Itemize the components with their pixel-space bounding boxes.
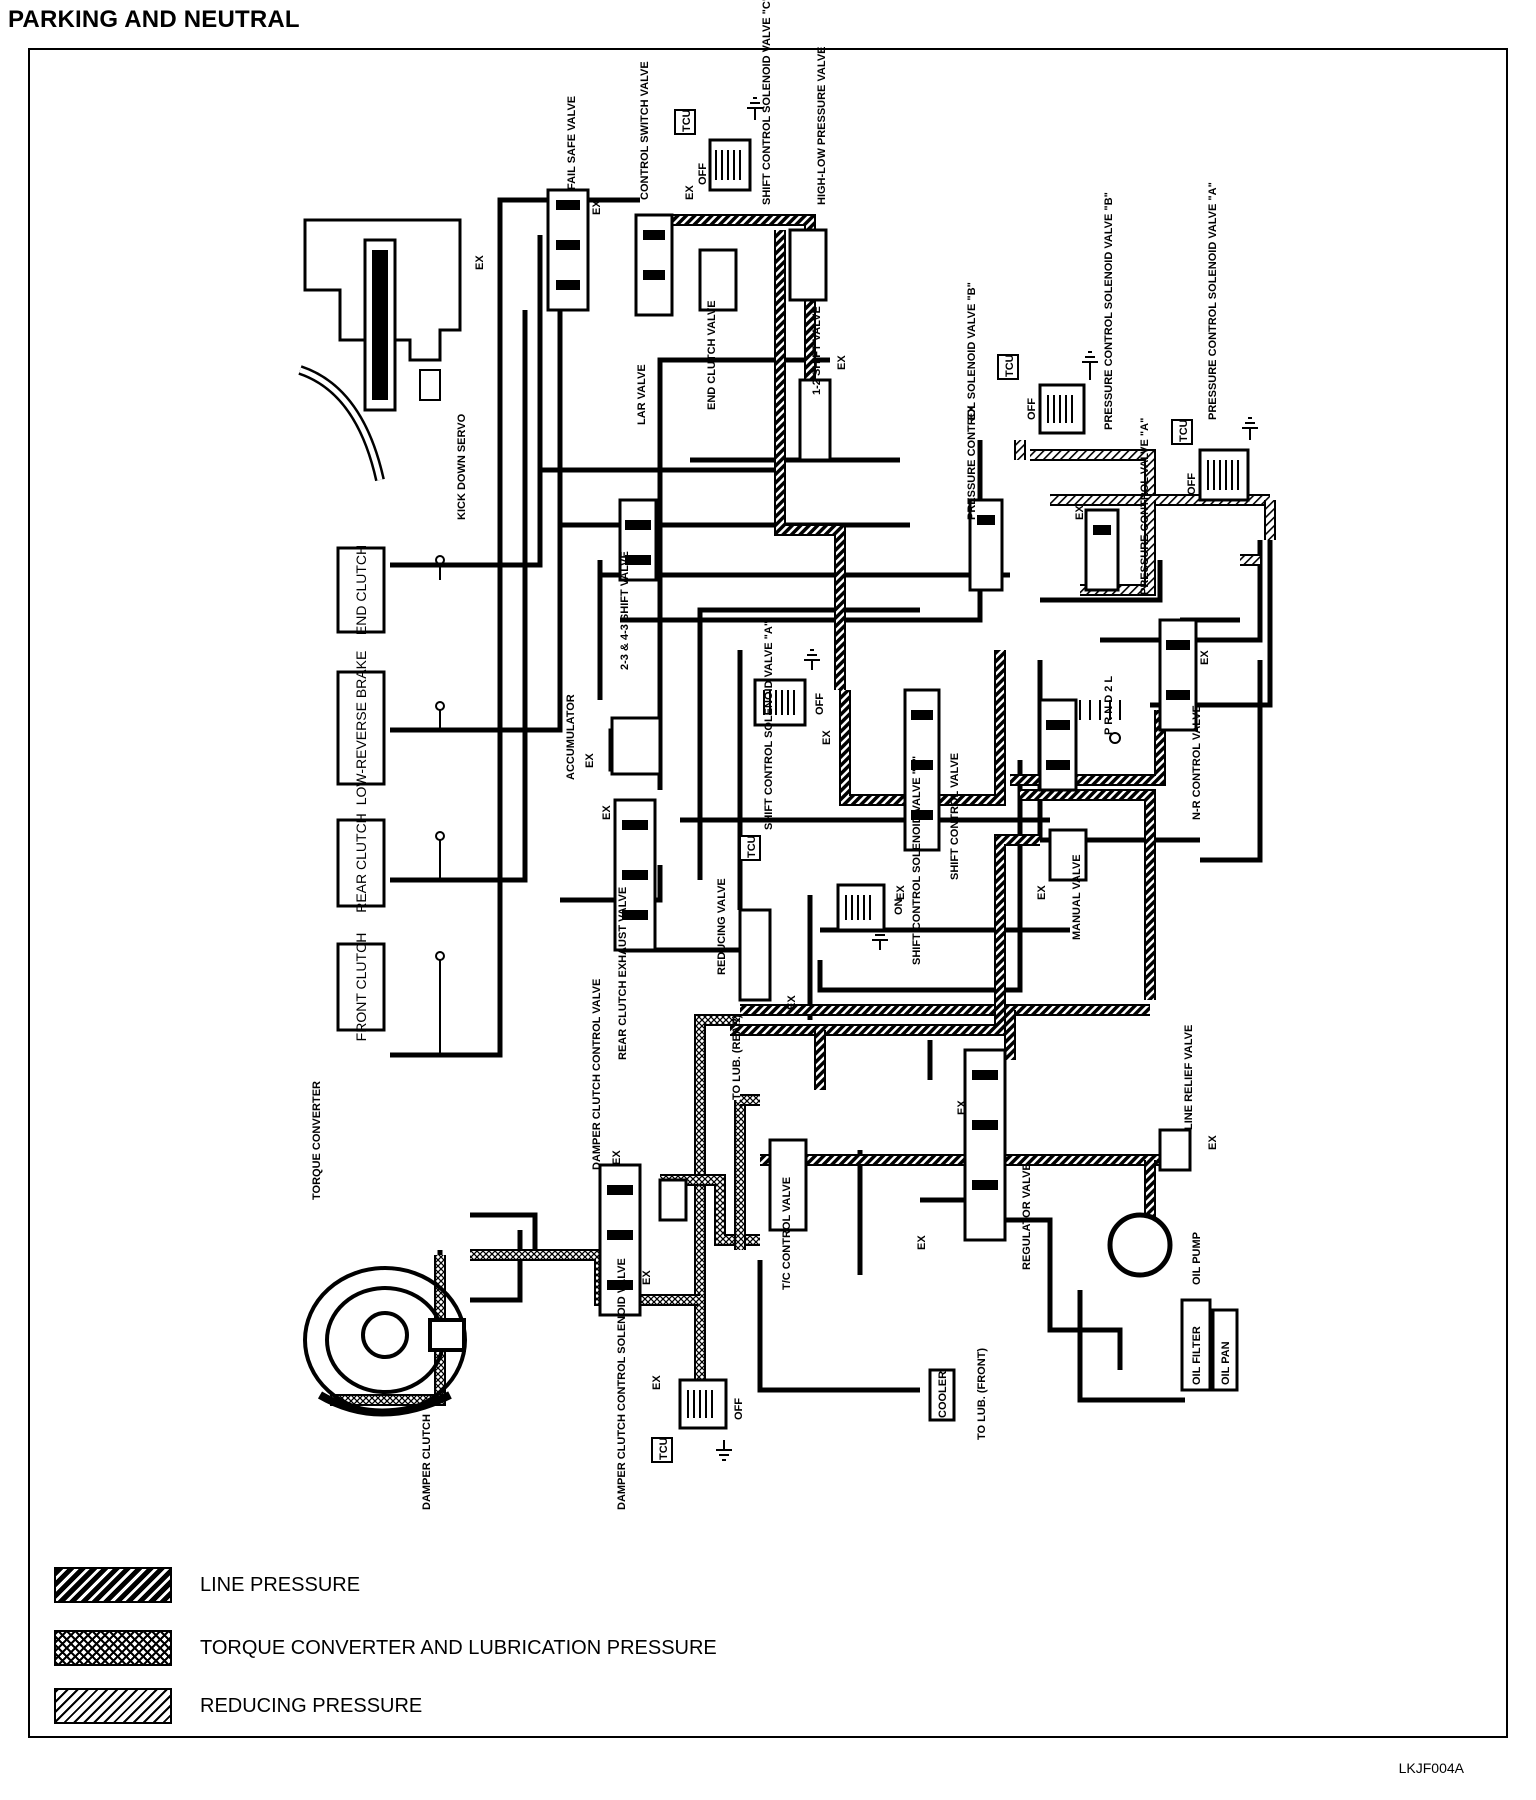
line-pressure-swatch (54, 1567, 172, 1603)
reducing-pressure-label: REDUCING PRESSURE (200, 1694, 423, 1717)
cooler-label: COOLER (937, 1371, 949, 1418)
lubrication-passages (330, 1014, 760, 1406)
pcs-b-label: PRESSURE CONTROL SOLENOID VALVE "B" (966, 282, 978, 520)
rear-clutch-box (336, 818, 386, 908)
pcv-a-label: PRESSURE CONTROL VALVE "A" (1139, 418, 1151, 595)
reservoir-boxes (928, 1298, 1239, 1422)
end-clutch-label: END CLUTCH (353, 545, 369, 635)
ex-label-11: EX (895, 885, 907, 900)
tcu-label-4: TCU (746, 835, 758, 858)
off-label-c: OFF (697, 163, 709, 185)
to-lub-front-label: TO LUB. (FRONT) (976, 1348, 988, 1440)
tcu-boxes (651, 109, 1193, 1463)
torque-converter-label: TORQUE CONVERTER (311, 1081, 323, 1200)
ex-label-7: EX (1199, 650, 1211, 665)
ex-label-9: EX (601, 805, 613, 820)
shift-23-valve-label: 2-3 & 4-3 SHIFT VALVE (619, 551, 631, 670)
tcu-label-1: TCU (681, 109, 693, 132)
ex-label-12: EX (1036, 885, 1048, 900)
manual-valve-label: MANUAL VALVE (1071, 854, 1083, 940)
tc-control-valve-label: T/C CONTROL VALVE (781, 1177, 793, 1290)
front-clutch-label: FRONT CLUTCH (353, 933, 369, 1042)
torque-converter-pressure-label: TORQUE CONVERTER AND LUBRICATION PRESSUR… (200, 1636, 717, 1659)
accumulator-label: ACCUMULATOR (565, 694, 577, 780)
tcu-label-2: TCU (1004, 354, 1016, 377)
valves (546, 188, 1198, 1317)
oil-filter-label: OIL FILTER (1191, 1326, 1203, 1385)
nr-control-valve-label: N-R CONTROL VALVE (1191, 705, 1203, 820)
ex-label-5: EX (966, 405, 978, 420)
shift-solenoid-c-label: SHIFT CONTROL SOLENOID VALVE "C" (761, 0, 773, 205)
ex-label-8: EX (584, 753, 596, 768)
page-title: PARKING AND NEUTRAL (8, 6, 300, 33)
reducing-valve-label: REDUCING VALVE (716, 878, 728, 975)
manual-valve-detent (1079, 700, 1121, 744)
ex-label-1: EX (474, 255, 486, 270)
ex-label-3: EX (684, 185, 696, 200)
oil-pan-label: OIL PAN (1220, 1341, 1232, 1385)
off-label-damper: OFF (733, 1398, 745, 1420)
regulator-valve-label: REGULATOR VALVE (1021, 1163, 1033, 1270)
oil-pump (1107, 1212, 1173, 1278)
pcs-b-upper-label: PRESSURE CONTROL SOLENOID VALVE "B" (1103, 192, 1115, 430)
off-label-pcs-a: OFF (1186, 473, 1198, 495)
on-label-shift-b: ON (893, 898, 905, 915)
ex-label-19: EX (651, 1375, 663, 1390)
reducing-pressure-swatch (54, 1688, 172, 1724)
ex-label-2: EX (591, 200, 603, 215)
ground-symbols (716, 97, 1258, 1461)
low-reverse-brake-box (336, 670, 386, 786)
low-reverse-brake-label: LOW-REVERSE BRAKE (353, 651, 369, 806)
lar-valve-label: LAR VALVE (636, 364, 648, 425)
shift-solenoid-a-label: SHIFT CONTROL SOLENOID VALVE "A" (763, 621, 775, 830)
valve-spools (556, 200, 1190, 1290)
control-switch-valve-label: CONTROL SWITCH VALVE (639, 61, 651, 200)
ex-label-10: EX (821, 730, 833, 745)
ex-label-16: EX (1207, 1135, 1219, 1150)
ex-label-6: EX (1074, 505, 1086, 520)
end-clutch-valve-label: END CLUTCH VALVE (706, 300, 718, 410)
tcu-label-5: TCU (658, 1437, 670, 1460)
clutch-taps (435, 555, 445, 1055)
oil-pump-label: OIL PUMP (1191, 1232, 1203, 1285)
off-label-shift-a: OFF (814, 693, 826, 715)
figure-code: LKJF004A (1398, 1760, 1464, 1776)
shift-control-valve-label: SHIFT CONTROL VALVE (949, 753, 961, 880)
line-pressure-label: LINE PRESSURE (200, 1573, 361, 1596)
front-clutch-box (336, 942, 386, 1032)
off-label-pcs-b: OFF (1026, 398, 1038, 420)
damper-solenoid-label: DAMPER CLUTCH CONTROL SOLENOID VALVE (616, 1258, 628, 1510)
kickdown-servo (298, 218, 462, 482)
damper-control-valve-label: DAMPER CLUTCH CONTROL VALVE (591, 979, 603, 1170)
pcs-a-label: PRESSURE CONTROL SOLENOID VALVE "A" (1207, 182, 1219, 420)
ex-label-15: EX (916, 1235, 928, 1250)
shift-12-valve-label: 1-2 SHIFT VALVE (811, 306, 823, 395)
legend-reducing-pressure: REDUCING PRESSURE (54, 1686, 422, 1726)
end-clutch-box (336, 546, 386, 634)
damper-clutch-label: DAMPER CLUTCH (421, 1414, 433, 1510)
torque-converter (303, 1266, 467, 1417)
tcu-label-3: TCU (1178, 419, 1190, 442)
solenoid-windings (687, 150, 1239, 1418)
ex-label-14: EX (956, 1100, 968, 1115)
accumulator (610, 716, 662, 776)
legend-torque-converter: TORQUE CONVERTER AND LUBRICATION PRESSUR… (54, 1628, 717, 1668)
legend-line-pressure: LINE PRESSURE (54, 1565, 360, 1605)
ex-label-18: EX (641, 1270, 653, 1285)
torque-converter-swatch (54, 1630, 172, 1666)
to-lub-rear-label: TO LUB. (REAR) (731, 1014, 743, 1100)
kickdown-servo-label: KICK DOWN SERVO (456, 413, 468, 520)
line-relief-valve-label: LINE RELIEF VALVE (1183, 1025, 1195, 1130)
prnd-label: P R N D 2 L (1103, 676, 1115, 735)
ex-label-13: EX (786, 995, 798, 1010)
rear-exhaust-valve-label: REAR CLUTCH EXHAUST VALVE (617, 887, 629, 1060)
rear-clutch-label: REAR CLUTCH (353, 813, 369, 913)
fail-safe-valve-label: FAIL SAFE VALVE (566, 96, 578, 190)
ex-label-4: EX (836, 355, 848, 370)
high-low-valve-label: HIGH-LOW PRESSURE VALVE (816, 47, 828, 206)
ex-label-17: EX (611, 1150, 623, 1165)
diagram-frame (28, 48, 1508, 1738)
shift-solenoid-b-label: SHIFT CONTROL SOLENOID VALVE "B" (911, 756, 923, 965)
